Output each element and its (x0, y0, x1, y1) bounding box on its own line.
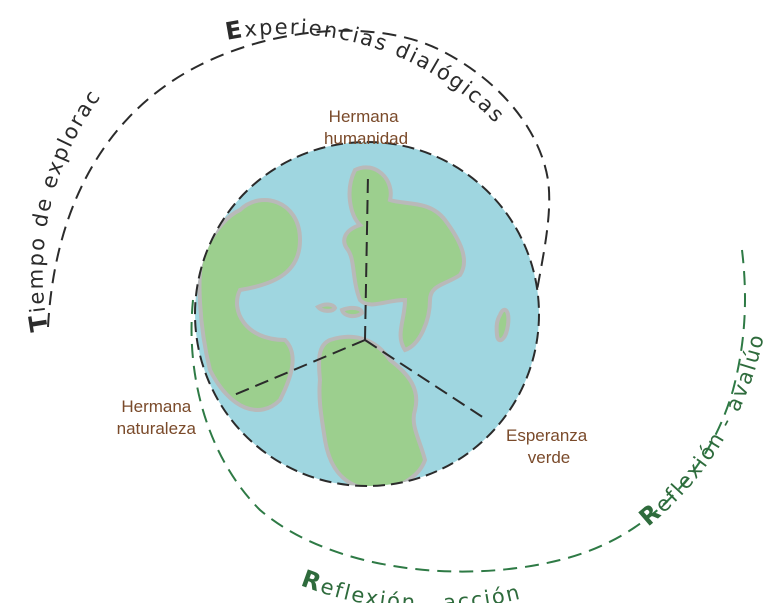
outer-spiral-path (47, 29, 551, 351)
label-naturaleza: Hermana naturaleza (117, 397, 197, 438)
label-esperanza: Esperanza verde (506, 426, 592, 467)
divider-left (233, 339, 366, 396)
label-humanidad: Hermana humanidad (324, 107, 408, 148)
arc-text-right: Reflexión - avalúo (634, 331, 769, 532)
divider-right (364, 339, 485, 419)
globe (194, 141, 540, 487)
globe-outline (194, 141, 540, 487)
divider-top (364, 174, 369, 341)
inner-spiral-path (190, 249, 746, 573)
land-north (342, 165, 466, 353)
arc-text-left: Tiempo de exploración (0, 0, 106, 334)
land-islands (314, 302, 511, 343)
